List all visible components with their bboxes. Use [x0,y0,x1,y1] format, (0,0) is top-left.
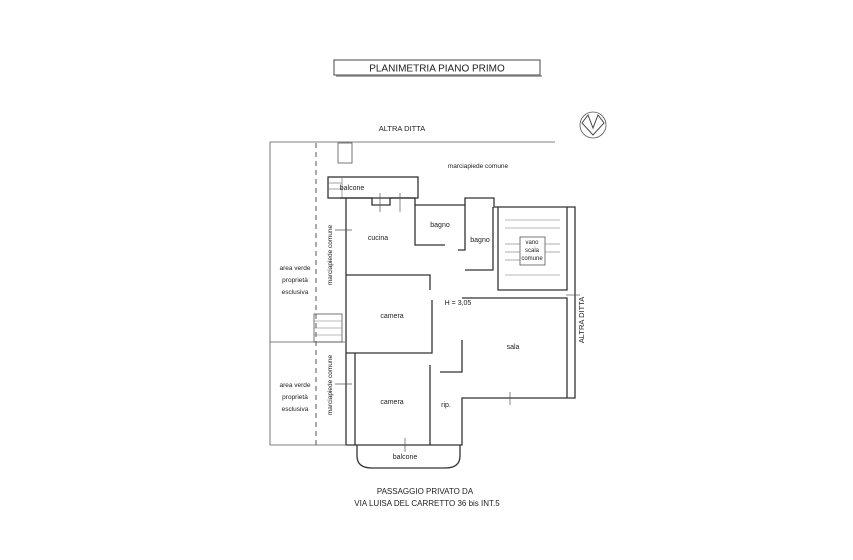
area-verde-2-l1: area verde [279,382,310,389]
room-label-sala: sala [507,344,520,351]
plan-title: PLANIMETRIA PIANO PRIMO [369,64,505,75]
room-label-cucina: cucina [368,235,388,242]
height-label: H = 3,05 [445,300,472,307]
balcone-bottom [356,445,461,469]
room-label-camera-1: camera [380,313,403,320]
boundary-line [269,141,555,445]
room-label-rip: rip. [441,402,451,409]
room-label-vano-2: scala [525,248,540,254]
altra-ditta-top-label: ALTRA DITTA [379,124,425,133]
building-outline [340,197,576,446]
room-label-vano-1: vano [525,240,539,246]
marciapiede-top-label: marciapiede comune [448,163,509,170]
title-box [333,59,541,76]
north-arrow-icon [579,111,607,139]
room-label-bagno-1: bagno [430,222,450,229]
area-verde-2-l2: proprietà [282,394,308,401]
room-label-balcone-top: balcone [340,185,365,192]
marciapiede-left-1-label: marciapiede comune [327,224,334,285]
address-line-1: PASSAGGIO PRIVATO DA [377,487,474,496]
room-label-camera-2: camera [380,399,403,406]
area-verde-1-l2: proprietà [282,277,308,284]
area-verde-2-l3: esclusiva [282,406,309,413]
marciapiede-left-2-label: marciapiede comune [327,354,334,415]
address-line-2: VIA LUISA DEL CARRETTO 36 bis INT.5 [354,499,500,508]
area-verde-1-l3: esclusiva [282,289,309,296]
room-label-balcone-bottom: balcone [393,454,418,461]
area-verde-1-l1: area verde [279,265,310,272]
room-label-bagno-2: bagno [470,237,490,244]
balcone-top [327,176,419,199]
room-label-vano-3: comune [521,256,543,262]
altra-ditta-right-label: ALTRA DITTA [577,297,586,343]
